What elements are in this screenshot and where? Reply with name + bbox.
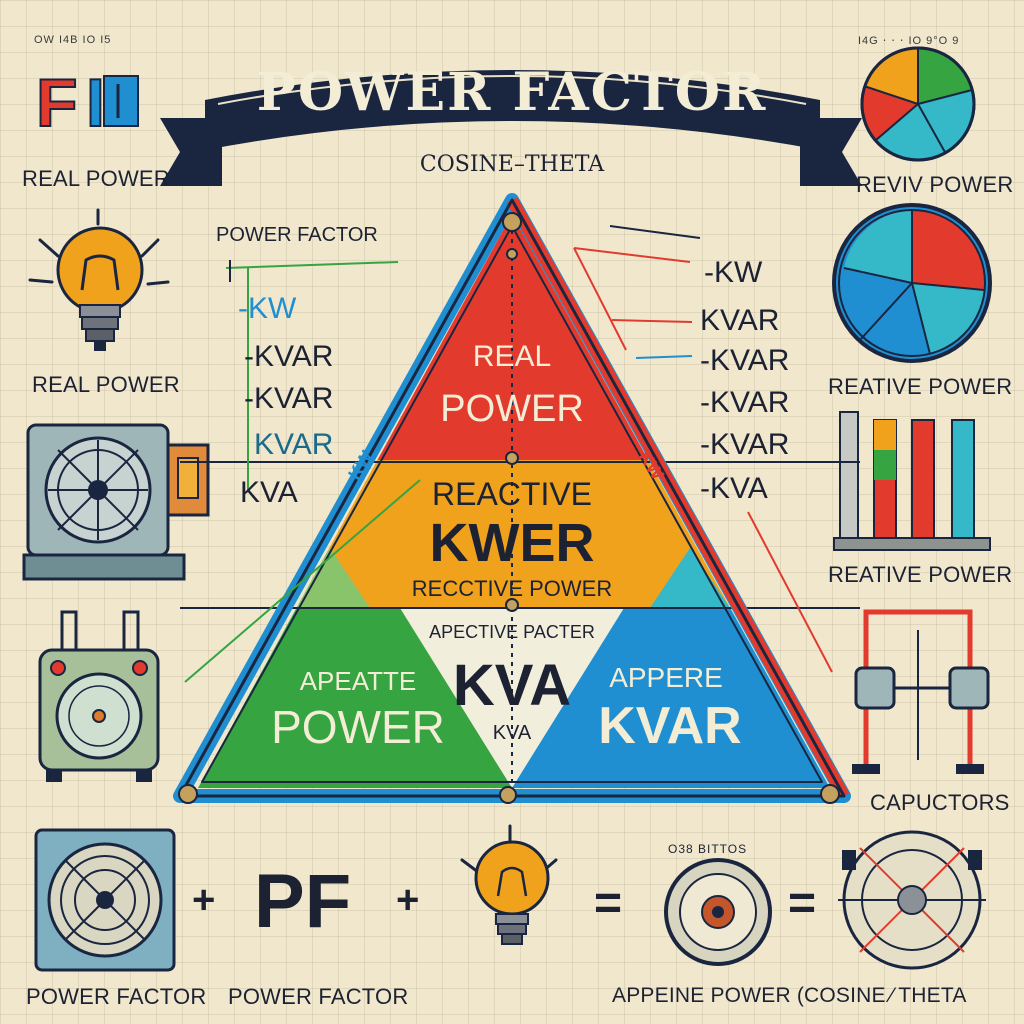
- equation-equals-2: =: [788, 877, 817, 930]
- triangle-left-line2: POWER: [271, 701, 445, 753]
- svg-text:F: F: [36, 65, 78, 141]
- page-subtitle: COSINE–THETA: [419, 152, 605, 177]
- page-title: POWER FACTOR: [256, 62, 768, 123]
- bottom-label-right: APPEINE POWER (COSINE ∕ THETA: [612, 984, 967, 1007]
- triangle-center-line3: KVA: [492, 722, 532, 744]
- tick-labels-top-left: OW I4B IO I5: [34, 34, 112, 46]
- label-real-power-top: REAL POWER: [22, 166, 170, 191]
- label-capuctors: CAPUCTORS: [870, 790, 1010, 815]
- tick-labels-top-right: I4G ⋅ ⋅ ⋅ IO 9°O 9: [858, 35, 960, 47]
- label-real-power: REAL POWER: [32, 372, 180, 397]
- fi-logo-icon: F I: [35, 64, 139, 142]
- bottom-label-left: POWER FACTOR: [26, 984, 207, 1009]
- right-list-item: KVAR: [700, 304, 780, 337]
- left-list-item: -KVAR: [244, 382, 334, 415]
- triangle-right-line1: APPERE: [609, 662, 723, 693]
- light-bulb-icon: [28, 208, 170, 351]
- right-list-item: -KVAR: [700, 344, 790, 377]
- title-ribbon: [160, 70, 862, 186]
- fan-icon: [838, 830, 986, 970]
- right-list-item: -KVAR: [700, 428, 790, 461]
- equation-plus-1: +: [192, 878, 216, 922]
- pie-chart-icon: [832, 203, 992, 363]
- gauge-icon: [38, 610, 160, 782]
- equation-plus-2: +: [396, 878, 420, 922]
- triangle-top-line2: POWER: [440, 388, 584, 430]
- triangle-right-line2: KVAR: [598, 697, 742, 755]
- triangle-mid-line2: KWER: [429, 513, 595, 573]
- bar-meter-icon: [833, 411, 991, 551]
- label-reative-power-1: REATIVE POWER: [828, 374, 1013, 399]
- triangle-mid-line1: REACTIVE: [431, 476, 593, 512]
- svg-text:I: I: [86, 65, 105, 141]
- equation-equals-1: =: [594, 877, 623, 930]
- right-list-item: -KVAR: [700, 386, 790, 419]
- left-panel-heading: POWER FACTOR: [216, 224, 378, 246]
- capacitor-circuit-icon: [852, 609, 990, 774]
- light-bulb-icon: [460, 824, 558, 945]
- equation-pf: PF: [254, 859, 352, 944]
- triangle-top-line1: REAL: [472, 340, 552, 373]
- right-list-item: -KW: [704, 256, 763, 289]
- right-list-item: -KVA: [700, 472, 768, 505]
- left-list-item: KVAR: [254, 428, 334, 461]
- gauge-label: O38 BITTOS: [668, 842, 748, 856]
- fan-icon: [34, 828, 176, 972]
- label-reative-power-2: REATIVE POWER: [828, 562, 1013, 587]
- triangle-left-line1: APEATTE: [299, 666, 417, 696]
- left-list-item: KVA: [240, 476, 298, 509]
- gauge-icon: [664, 858, 772, 966]
- triangle-center-line1: APECTIVE PACTER: [429, 622, 595, 642]
- triangle-center-line2: KVA: [452, 653, 572, 718]
- label-reviv-power: REVIV POWER: [856, 172, 1014, 197]
- triangle-mid-line3: RECCTIVE POWER: [411, 576, 613, 601]
- left-list-item: -KVAR: [244, 340, 334, 373]
- pie-chart-icon: [860, 46, 976, 162]
- left-list-item: -KW: [238, 292, 297, 325]
- leader-lines: [184, 225, 833, 683]
- fan-unit-icon: [22, 423, 210, 581]
- bottom-label-middle: POWER FACTOR: [228, 984, 409, 1009]
